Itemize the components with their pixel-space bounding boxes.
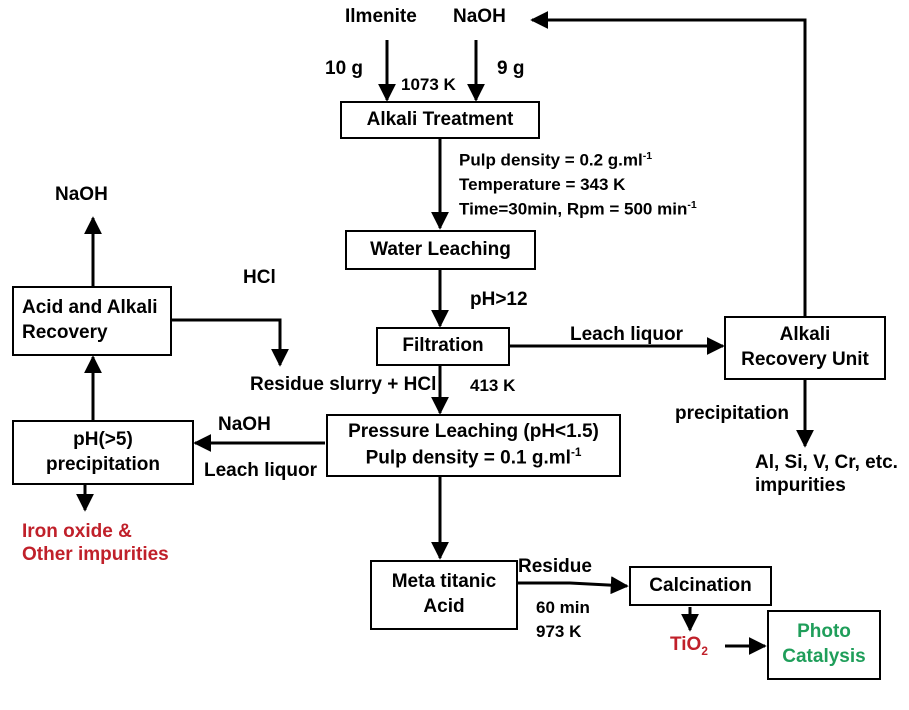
arrow-hcl [172, 318, 289, 367]
arrow-meta-to-calcination [518, 576, 629, 595]
temperature-413-label: 413 K [470, 376, 516, 395]
pressure-leaching-pulp-text: Pulp density = 0.1 g.ml [365, 447, 571, 469]
leach-liquor-right-label: Leach liquor [570, 324, 683, 345]
naoh-mid-label: NaOH [218, 414, 271, 435]
pressure-leaching-box: Pressure Leaching (pH<1.5) Pulp density … [326, 414, 621, 477]
pressure-leaching-title: Pressure Leaching (pH<1.5) [348, 421, 599, 443]
pulp-density-exponent: -1 [642, 150, 653, 162]
calcination-box: Calcination [629, 566, 772, 606]
meta-titanic-acid-box: Meta titanic Acid [370, 560, 518, 630]
ilmenite-label: Ilmenite [345, 6, 417, 27]
arrow-recycle-naoh [530, 11, 807, 316]
calcination-text: Calcination [649, 574, 752, 596]
time-rpm-exponent: -1 [687, 199, 697, 211]
acid-alkali-recovery-box: Acid and Alkali Recovery [12, 286, 172, 356]
hcl-label: HCl [243, 267, 276, 288]
photo-catalysis-box: Photo Catalysis [767, 610, 881, 680]
alkali-treatment-box: Alkali Treatment [340, 101, 540, 139]
meta-titanic-acid-text: Meta titanic Acid [391, 571, 497, 617]
precipitation-right-label: precipitation [675, 403, 790, 424]
temperature-973-label: 973 K [536, 622, 582, 641]
ilmenite-mass-label: 10 g [325, 58, 364, 79]
photo-catalysis-text: Photo Catalysis [782, 621, 866, 667]
pulp-density-text: Pulp density = 0.2 g.ml [459, 150, 643, 170]
pressure-leaching-pulp-exponent: -1 [570, 445, 582, 459]
naoh-mass-label: 9 g [497, 58, 525, 79]
precipitation-box: pH(>5) precipitation [12, 420, 194, 485]
filtration-box: Filtration [376, 327, 510, 366]
time-60-label: 60 min [536, 598, 590, 617]
alkali-recovery-unit-text: Alkali Recovery Unit [741, 324, 869, 370]
leach-liquor-left-label: Leach liquor [204, 460, 317, 481]
water-leaching-text: Water Leaching [370, 238, 511, 260]
temperature-condition: Temperature = 343 K [459, 175, 626, 194]
pressure-leaching-pulp-density: Pulp density = 0.1 g.ml-1 [348, 445, 599, 471]
pulp-density-condition: Pulp density = 0.2 g.ml-1 [459, 150, 652, 171]
tio2-text: TiO [670, 634, 702, 655]
naoh-input-label: NaOH [453, 6, 506, 27]
temperature-1073-label: 1073 K [401, 75, 456, 94]
pressure-leaching-content: Pressure Leaching (pH<1.5) Pulp density … [348, 420, 599, 471]
tio2-subscript: 2 [701, 644, 708, 658]
alkali-recovery-unit-box: Alkali Recovery Unit [724, 316, 886, 380]
filtration-text: Filtration [402, 335, 484, 357]
acid-alkali-recovery-text: Acid and Alkali Recovery [22, 297, 158, 343]
iron-oxide-label: Iron oxide & Other impurities [22, 521, 169, 565]
water-leaching-box: Water Leaching [345, 230, 536, 270]
time-rpm-condition: Time=30min, Rpm = 500 min-1 [459, 199, 697, 220]
ph-12-label: pH>12 [470, 289, 528, 310]
impurities-right-label: Al, Si, V, Cr, etc. impurities [755, 452, 898, 496]
precipitation-text: pH(>5) precipitation [45, 428, 160, 475]
naoh-output-label: NaOH [55, 184, 108, 205]
residue-label: Residue [518, 556, 592, 577]
residue-slurry-label: Residue slurry + HCl [250, 374, 437, 395]
time-rpm-text: Time=30min, Rpm = 500 min [459, 199, 688, 219]
tio2-label: TiO2 [670, 634, 708, 659]
alkali-treatment-text: Alkali Treatment [366, 108, 514, 130]
